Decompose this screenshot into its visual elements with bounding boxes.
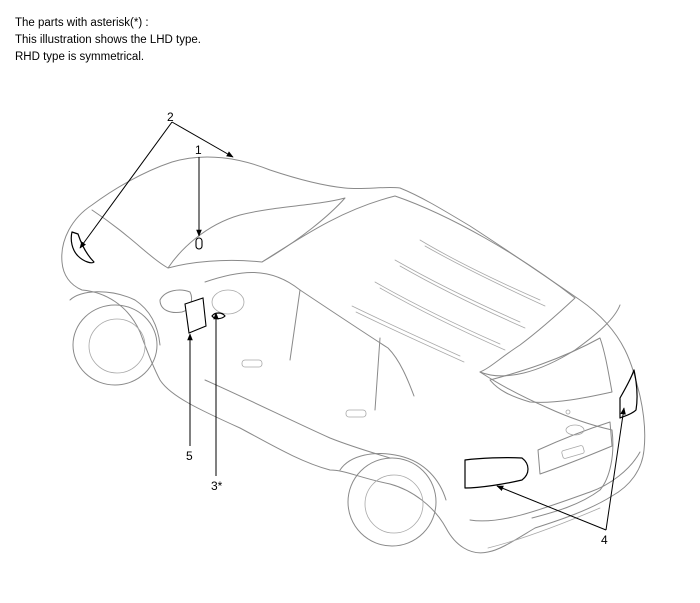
part-4-rear-lamp-left — [464, 457, 529, 489]
callout-4: 4 — [601, 533, 608, 547]
plate-lamp — [561, 445, 585, 459]
part-3-switch — [211, 312, 226, 320]
b-pillar — [289, 289, 301, 361]
leader-lines — [79, 121, 626, 531]
leader-4-to-right-lamp — [605, 407, 626, 531]
license-plate — [537, 421, 613, 475]
windshield-outline — [167, 197, 346, 269]
rear-wiper-pivot — [565, 409, 571, 415]
part-1-component — [195, 237, 203, 250]
roof-outline — [261, 195, 576, 373]
leader-2-to-hood — [171, 121, 234, 158]
callout-labels: 1 2 3* 4 5 — [167, 110, 608, 547]
steering-wheel — [211, 289, 245, 315]
tailgate-outline — [479, 371, 614, 519]
front-door-handle — [241, 359, 263, 368]
rear-bumper-lower — [487, 507, 601, 549]
part-4-rear-lamp-right — [619, 369, 638, 419]
roof-rails — [351, 239, 546, 363]
rear-badge — [565, 424, 585, 436]
front-wheel — [69, 291, 161, 386]
vehicle-outline — [61, 156, 646, 554]
c-pillar — [374, 337, 381, 411]
callout-5: 5 — [186, 449, 193, 463]
leader-4-to-left-lamp — [496, 485, 607, 531]
note-line-asterisk: The parts with asterisk(*) : — [15, 17, 149, 29]
rear-bumper — [469, 451, 641, 522]
leader-2-to-headlamp — [79, 121, 173, 249]
door-sill — [204, 379, 391, 459]
note-line-lhd: This illustration shows the LHD type. — [15, 34, 201, 46]
side-window-line — [204, 271, 415, 397]
part-5-module — [184, 297, 207, 334]
note-line-rhd: RHD type is symmetrical. — [15, 51, 145, 63]
illustration-notes: The parts with asterisk(*) : This illust… — [15, 15, 201, 66]
vehicle-body-outline — [61, 156, 646, 554]
rear-wheel — [339, 453, 447, 547]
hood-line — [91, 209, 263, 269]
callout-2: 2 — [167, 110, 174, 124]
rear-window — [489, 337, 613, 403]
callout-1: 1 — [195, 143, 202, 157]
callout-3: 3* — [211, 479, 223, 493]
rear-door-handle — [345, 409, 367, 418]
part-2-headlamp — [70, 231, 95, 264]
